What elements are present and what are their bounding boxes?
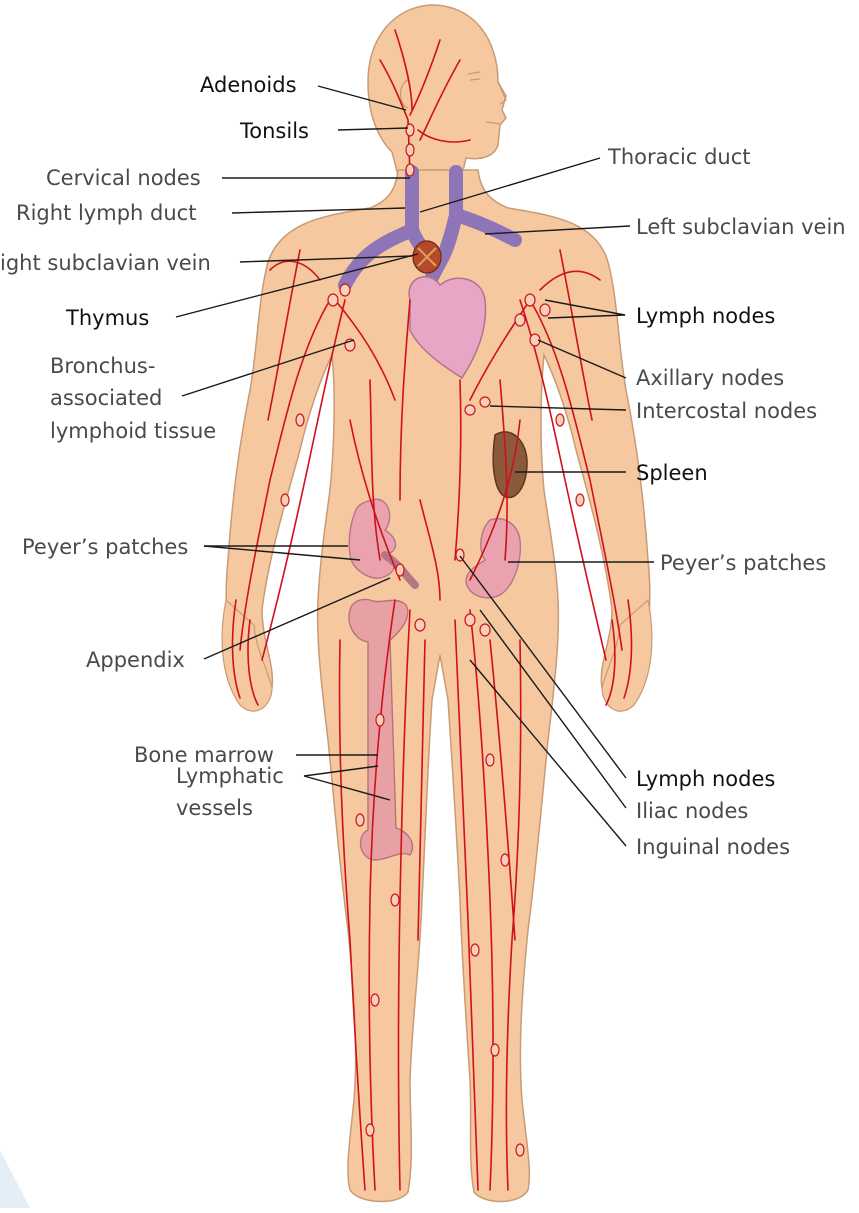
leader-lines bbox=[175, 85, 654, 847]
label-lymphatic-vessels-line1: Lymphatic bbox=[176, 764, 284, 788]
torso-and-arms bbox=[225, 169, 651, 1203]
label-left-subclavian-vein: Left subclavian vein bbox=[636, 215, 846, 239]
right-hand bbox=[601, 598, 653, 712]
labels: Adenoids Tonsils Cervical nodes Right ly… bbox=[0, 73, 846, 859]
nose bbox=[497, 81, 507, 105]
eye bbox=[467, 71, 481, 81]
label-spleen: Spleen bbox=[636, 461, 708, 485]
label-axillary-nodes: Axillary nodes bbox=[636, 366, 784, 390]
lymph-node-dots bbox=[280, 123, 585, 1157]
label-lymphatic-vessels-line2: vessels bbox=[176, 796, 253, 820]
label-bronchus-line2: associated bbox=[50, 386, 162, 410]
label-appendix: Appendix bbox=[86, 648, 185, 672]
label-tonsils: Tonsils bbox=[239, 119, 309, 143]
label-peyers-patches-left: Peyer’s patches bbox=[22, 535, 188, 559]
label-lymph-nodes-lower: Lymph nodes bbox=[636, 767, 775, 791]
label-adenoids: Adenoids bbox=[200, 73, 297, 97]
left-intestine-peyers-patches bbox=[348, 498, 397, 579]
label-bone-marrow: Bone marrow bbox=[134, 743, 274, 767]
label-iliac-nodes: Iliac nodes bbox=[636, 799, 748, 823]
spleen-organ bbox=[492, 431, 528, 499]
label-bronchus-line3: lymphoid tissue bbox=[50, 419, 216, 443]
heart-organ bbox=[408, 276, 487, 380]
bone-marrow-femur bbox=[348, 598, 414, 861]
label-thoracic-duct: Thoracic duct bbox=[607, 145, 751, 169]
label-right-subclavian-vein: ight subclavian vein bbox=[0, 251, 211, 275]
head bbox=[367, 4, 507, 176]
body-silhouette bbox=[225, 4, 651, 1203]
mouth bbox=[485, 121, 501, 125]
lymphatic-vessel-network bbox=[231, 29, 633, 1191]
label-peyers-patches-right: Peyer’s patches bbox=[660, 551, 826, 575]
label-lymph-nodes-upper: Lymph nodes bbox=[636, 304, 775, 328]
label-cervical-nodes: Cervical nodes bbox=[46, 166, 201, 190]
thymus-organ bbox=[412, 240, 442, 274]
label-right-lymph-duct: Right lymph duct bbox=[16, 201, 196, 225]
hands bbox=[221, 598, 653, 712]
label-thymus: Thymus bbox=[65, 306, 149, 330]
label-inguinal-nodes: Inguinal nodes bbox=[636, 835, 790, 859]
ear bbox=[399, 79, 409, 109]
background-corner-shape bbox=[0, 1150, 30, 1208]
face-details bbox=[399, 71, 507, 125]
label-intercostal-nodes: Intercostal nodes bbox=[636, 399, 817, 423]
label-bronchus-line1: Bronchus- bbox=[50, 354, 155, 378]
